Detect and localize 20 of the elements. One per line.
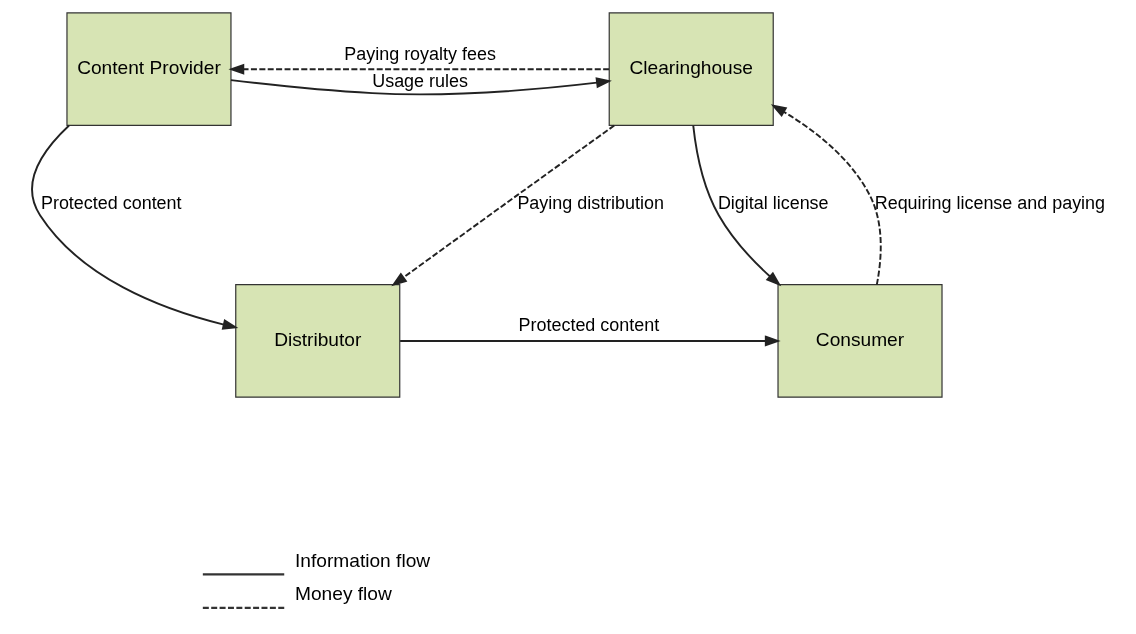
legend-label: Money flow bbox=[295, 583, 392, 605]
node-box: Consumer bbox=[777, 284, 943, 398]
arrow bbox=[391, 124, 616, 287]
arrow bbox=[230, 77, 612, 96]
node-box: Distributor bbox=[235, 284, 401, 398]
edge-label: Paying royalty fees bbox=[344, 43, 496, 64]
edge-label: Requiring license and paying bbox=[874, 193, 1106, 214]
arrow bbox=[692, 124, 782, 287]
edge-label: Usage rules bbox=[372, 71, 468, 92]
edge-label: Protected content bbox=[518, 315, 660, 336]
edge-label: Protected content bbox=[40, 193, 182, 214]
node-box: Content Provider bbox=[66, 12, 232, 127]
node-box: Clearinghouse bbox=[608, 12, 774, 127]
arrow bbox=[399, 335, 781, 347]
arrow bbox=[770, 104, 882, 286]
edge-label: Digital license bbox=[717, 193, 829, 214]
legend-label: Information flow bbox=[295, 549, 431, 571]
arrow bbox=[31, 124, 239, 330]
arrow bbox=[228, 63, 610, 75]
edge-label: Paying distribution bbox=[517, 193, 664, 214]
